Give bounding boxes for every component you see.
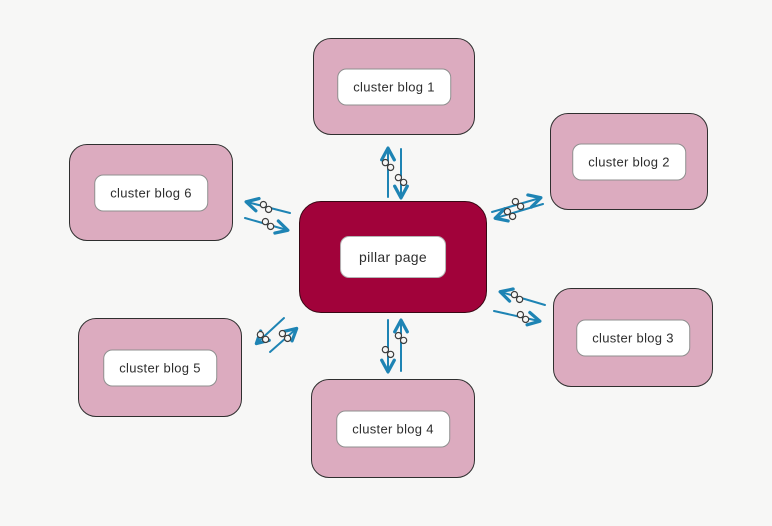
link-icon xyxy=(394,331,408,345)
arrow-down-right xyxy=(244,217,290,235)
link-icon xyxy=(256,330,270,344)
cluster-blog-5-label: cluster blog 5 xyxy=(103,349,217,386)
link-icon xyxy=(516,310,530,324)
arrow-up-left xyxy=(244,196,291,214)
arrow-down-right xyxy=(493,310,542,327)
arrow-up-right xyxy=(491,193,543,213)
link-icon xyxy=(503,207,517,221)
cluster-blog-2-node: cluster blog 2 xyxy=(550,113,708,210)
arrow-down-left xyxy=(254,317,285,346)
connector-pillar-blog-3 xyxy=(493,287,546,327)
connector-pillar-blog-4 xyxy=(380,318,409,374)
pillar-page-node: pillar page xyxy=(299,201,487,313)
connector-pillar-blog-2 xyxy=(491,193,544,223)
connector-pillar-blog-6 xyxy=(244,196,291,235)
arrow-up-right xyxy=(269,326,299,353)
connector-pillar-blog-1 xyxy=(380,146,409,200)
arrow-down-left xyxy=(493,203,544,223)
cluster-blog-4-label: cluster blog 4 xyxy=(336,410,450,447)
cluster-blog-2-label: cluster blog 2 xyxy=(572,143,686,180)
link-icon xyxy=(510,290,524,304)
cluster-blog-1-label: cluster blog 1 xyxy=(337,68,451,105)
connector-pillar-blog-5 xyxy=(254,317,299,353)
link-icon xyxy=(259,200,273,214)
cluster-blog-6-node: cluster blog 6 xyxy=(69,144,233,241)
cluster-blog-6-label: cluster blog 6 xyxy=(94,174,208,211)
link-icon xyxy=(278,329,292,343)
cluster-blog-3-label: cluster blog 3 xyxy=(576,319,690,356)
cluster-blog-3-node: cluster blog 3 xyxy=(553,288,713,387)
link-icon xyxy=(394,173,408,187)
link-icon xyxy=(381,345,395,359)
arrow-up-left xyxy=(498,287,546,306)
cluster-blog-1-node: cluster blog 1 xyxy=(313,38,475,135)
cluster-blog-5-node: cluster blog 5 xyxy=(78,318,242,417)
link-icon xyxy=(381,158,395,172)
link-icon xyxy=(261,217,275,231)
link-icon xyxy=(511,197,525,211)
cluster-blog-4-node: cluster blog 4 xyxy=(311,379,475,478)
pillar-page-label: pillar page xyxy=(340,236,446,278)
